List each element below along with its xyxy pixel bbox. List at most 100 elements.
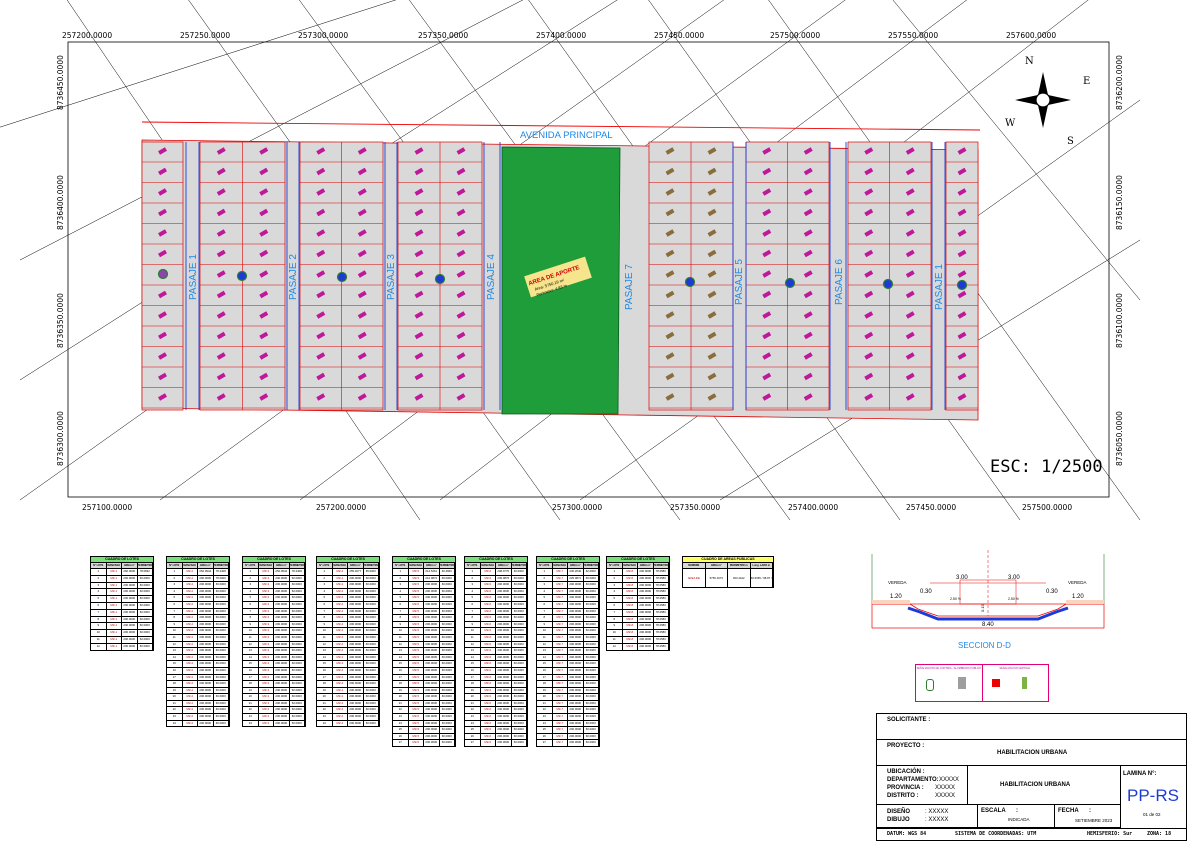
- lot-tag-icon: [864, 290, 874, 299]
- table-cell: 19: [317, 687, 333, 694]
- table-cell: 12: [607, 643, 623, 650]
- lot-table-header-cell: N° LOTE: [317, 563, 333, 568]
- table-cell: 200.0000: [568, 687, 584, 694]
- table-cell: 13: [243, 648, 259, 654]
- table-cell: MZ-2: [183, 615, 198, 621]
- table-cell: 7: [91, 609, 107, 616]
- table-cell: 16: [537, 667, 553, 674]
- table-cell: 60.0000: [364, 661, 379, 667]
- table-cell: 60.0000: [364, 667, 379, 674]
- zona-text: ZONA: 18: [1147, 831, 1172, 837]
- table-cell: MZ-5: [409, 601, 424, 608]
- table-cell: 6: [243, 601, 259, 608]
- table-cell: 21: [167, 700, 183, 707]
- table-cell: 60.0000: [512, 654, 527, 661]
- table-cell: 6: [393, 601, 409, 608]
- table-cell: 200.0000: [424, 694, 440, 700]
- table-cell: MZ-1: [107, 569, 122, 575]
- table-cell: 21: [393, 700, 409, 707]
- table-cell: 18: [167, 681, 183, 687]
- table-cell: 16: [393, 667, 409, 674]
- table-cell: MZ-4: [333, 575, 348, 582]
- table-cell: 200.0000: [198, 667, 214, 674]
- lot-tag-icon: [414, 352, 424, 360]
- public-areas-cell: 303.4422: [728, 569, 751, 587]
- table-cell: 1: [243, 569, 259, 575]
- table-cell: 5: [465, 595, 481, 601]
- table-cell: 200.0000: [274, 674, 290, 681]
- table-cell: 60.0000: [584, 700, 599, 707]
- lot-tag-icon: [957, 208, 967, 217]
- table-cell: 78.0580: [654, 636, 669, 643]
- sign-post-icon: [1022, 677, 1027, 689]
- table-cell: 27: [465, 740, 481, 747]
- table-cell: MZ-7: [553, 707, 568, 714]
- lot-tag-icon: [707, 270, 717, 278]
- lot-tag-icon: [414, 208, 424, 217]
- lot-tag-icon: [357, 188, 367, 196]
- table-cell: 200.0000: [274, 700, 290, 707]
- table-cell: 200.0000: [348, 608, 364, 615]
- table-cell: 60.0000: [584, 720, 599, 727]
- table-cell: 200.0000: [496, 707, 512, 714]
- table-cell: 60.0000: [512, 575, 527, 582]
- table-cell: 60.0000: [584, 733, 599, 740]
- table-cell: MZ-7: [553, 733, 568, 740]
- table-cell: 60.0000: [290, 654, 305, 661]
- table-cell: 60.0000: [512, 595, 527, 601]
- table-cell: 200.0000: [638, 636, 654, 643]
- table-cell: 60.0000: [364, 641, 379, 648]
- lot-table-title: CUADRO DE LOTES: [392, 556, 456, 563]
- table-cell: 200.0000: [496, 687, 512, 694]
- lot-tag-icon: [707, 393, 717, 401]
- escala-label: ESCALA: [981, 808, 1006, 814]
- lot-tag-icon: [665, 188, 675, 196]
- table-cell: 3: [465, 582, 481, 588]
- table-cell: 200.0000: [424, 714, 440, 720]
- table-cell: MZ-6: [481, 720, 496, 727]
- table-cell: 3: [393, 582, 409, 588]
- table-cell: 200.0000: [568, 588, 584, 595]
- public-areas-header-cell: NOMBRE: [683, 563, 706, 568]
- table-cell: 24: [537, 720, 553, 727]
- avenue-line: [141, 121, 981, 131]
- lot-tag-icon: [762, 208, 772, 217]
- lot-tag-icon: [316, 331, 326, 340]
- lot-tag-icon: [957, 147, 967, 155]
- lot-tag-icon: [259, 208, 269, 217]
- lot-table-header-cell: PERIMETRO m: [439, 563, 455, 568]
- table-cell: 200.0000: [274, 681, 290, 687]
- proyecto-value: HABILITACION URBANA: [997, 750, 1068, 756]
- lot-tag-icon: [456, 290, 466, 299]
- lot-tag-icon: [316, 311, 326, 319]
- lot-tag-icon: [864, 393, 874, 401]
- distrito-label: DISTRITO :: [887, 793, 919, 799]
- table-cell: 27: [393, 740, 409, 747]
- table-cell: 3: [607, 582, 623, 589]
- lot-tag-icon: [456, 167, 466, 176]
- lot-tag-icon: [864, 352, 874, 360]
- table-cell: 200.0000: [424, 707, 440, 714]
- lot-tag-icon: [803, 208, 813, 217]
- table-cell: MZ-2: [183, 588, 198, 595]
- lot-tag-icon: [357, 249, 367, 258]
- lot-tag-icon: [259, 270, 269, 278]
- lot-tag-icon: [259, 393, 269, 401]
- lot-tag-icon: [707, 290, 717, 299]
- table-cell: 26: [393, 733, 409, 740]
- solicitante-label: SOLICITANTE :: [887, 717, 931, 723]
- table-cell: 200.0000: [348, 674, 364, 681]
- table-cell: 60.0000: [290, 687, 305, 694]
